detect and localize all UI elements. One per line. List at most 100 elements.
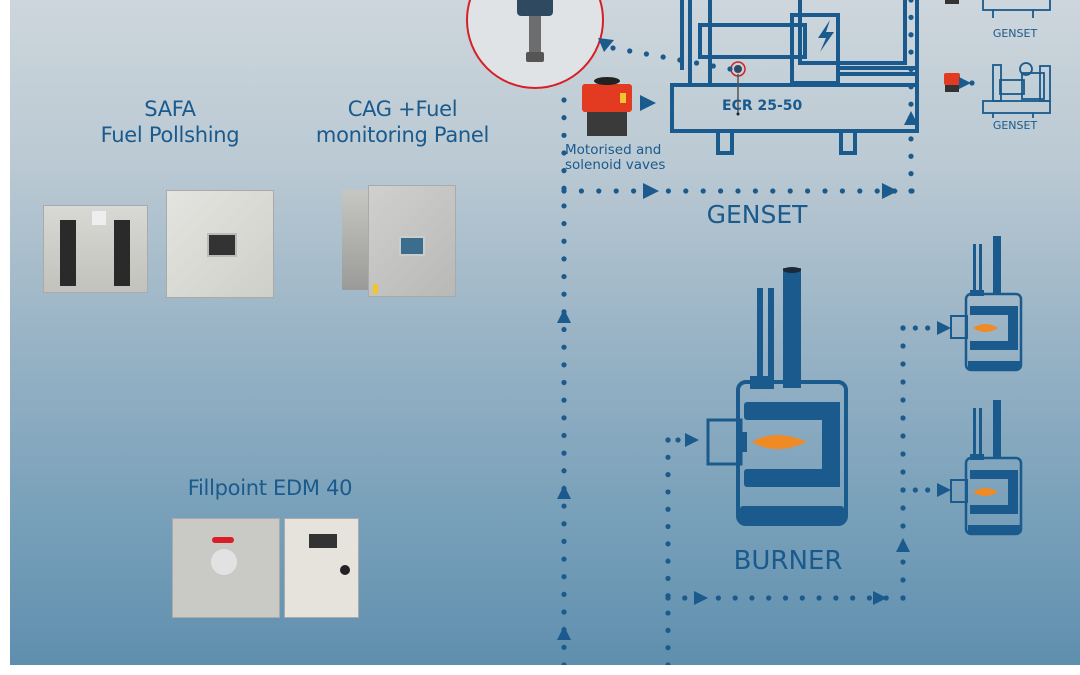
flow-dot <box>683 188 689 194</box>
valves-label-line2: solenoid vaves <box>565 157 666 173</box>
flow-arrow <box>882 183 898 199</box>
diagram-canvas: SAFA Fuel Pollshing CAG +Fuel monitoring… <box>10 0 1080 665</box>
flow-dot <box>561 168 567 174</box>
flow-dot <box>561 220 567 227</box>
valves-label: Motorised and solenoid vaves <box>565 143 665 173</box>
flow-dot <box>900 379 906 385</box>
flow-dot <box>693 60 700 66</box>
safa-title-line1: SAFA <box>144 97 196 121</box>
flow-dot <box>912 487 918 493</box>
flow-dot <box>715 595 721 601</box>
flow-dot <box>839 188 846 194</box>
flow-dot <box>850 595 856 601</box>
flow-dot <box>908 32 914 38</box>
flow-dot <box>561 397 567 403</box>
flow-dot <box>561 574 567 580</box>
sensor-closeup <box>466 0 604 89</box>
flow-dot <box>665 472 671 478</box>
flow-arrow <box>640 95 656 111</box>
flow-dot <box>561 344 567 350</box>
flow-dot <box>561 450 567 456</box>
flow-dot <box>627 48 633 54</box>
flow-dot <box>665 645 671 651</box>
fillpoint-panel-image <box>284 518 359 618</box>
flow-arrow <box>557 485 571 499</box>
flow-lines <box>561 0 975 665</box>
flow-dot <box>561 415 567 421</box>
flow-arrow <box>937 483 951 497</box>
safa-panel-image <box>166 190 274 298</box>
flow-dot <box>732 595 738 601</box>
flow-dot <box>822 188 828 194</box>
flow-dot <box>908 84 914 90</box>
flow-dot <box>787 188 793 194</box>
flow-dot <box>925 487 931 493</box>
ecr-genset-icon <box>670 0 919 155</box>
flow-dot <box>561 662 567 665</box>
flow-dot <box>561 238 567 244</box>
flow-dot <box>833 595 839 601</box>
flow-dot <box>613 188 619 194</box>
flow-dot <box>900 451 906 457</box>
flow-dot <box>925 325 931 331</box>
flow-diagram <box>466 0 1051 665</box>
flow-dot <box>665 558 671 564</box>
flow-dot <box>578 188 585 194</box>
safa-title-line2: Fuel Pollshing <box>100 123 240 147</box>
motorised-valve-icon <box>582 77 632 136</box>
flow-dot <box>561 326 567 333</box>
flow-arrow <box>557 309 571 323</box>
flow-dot <box>665 489 671 495</box>
flow-dot <box>735 188 741 194</box>
flow-dot <box>900 469 906 475</box>
flow-dot <box>908 0 914 3</box>
flow-dot <box>596 188 602 194</box>
burner-icon <box>706 267 848 526</box>
flow-dot <box>660 54 666 60</box>
flow-dot <box>561 644 567 650</box>
genset-section-title: GENSET <box>706 200 808 229</box>
flow-dot <box>908 188 914 194</box>
flow-dot <box>900 361 906 367</box>
flow-arrow <box>937 321 951 335</box>
flow-dot <box>700 188 706 194</box>
flow-dot <box>912 325 918 331</box>
flow-dot <box>561 273 567 280</box>
flow-dot <box>665 627 671 633</box>
flow-dot <box>561 362 567 368</box>
flow-dot <box>900 397 906 403</box>
cag-title-line1: CAG +Fuel <box>347 97 458 121</box>
flow-dot <box>799 595 805 601</box>
flow-dot <box>665 454 671 460</box>
cag-title-line2: monitoring Panel <box>315 123 490 147</box>
flow-dot <box>682 595 688 601</box>
flow-dot <box>561 521 567 527</box>
flow-dot <box>561 538 567 545</box>
safa-skid-image <box>43 205 148 293</box>
flow-dot <box>561 609 567 615</box>
valves-label-line1: Motorised and <box>565 142 662 158</box>
flow-arrow <box>896 538 910 552</box>
flow-dot <box>900 415 906 421</box>
flow-dot <box>665 506 671 512</box>
flow-dot <box>752 188 759 194</box>
burner-section-title: BURNER <box>733 546 843 576</box>
fillpoint-title: Fillpoint EDM 40 <box>187 476 353 500</box>
flow-dot <box>782 595 789 601</box>
flow-dot <box>908 66 914 73</box>
flow-arrow <box>598 38 614 52</box>
flow-dot <box>969 80 975 86</box>
flow-dot <box>561 203 567 209</box>
flow-dot <box>900 325 906 331</box>
flow-dot <box>561 150 567 156</box>
flow-dot <box>727 66 733 72</box>
ecr-label: ECR 25-50 <box>722 98 803 114</box>
flow-dot <box>749 595 755 601</box>
flow-arrow <box>959 77 971 89</box>
flow-dot <box>561 556 567 562</box>
cag-panel-image <box>368 185 456 297</box>
flow-arrow <box>873 591 887 605</box>
flow-dot <box>770 188 776 194</box>
flow-dot <box>900 433 906 439</box>
flow-dot <box>900 577 906 583</box>
